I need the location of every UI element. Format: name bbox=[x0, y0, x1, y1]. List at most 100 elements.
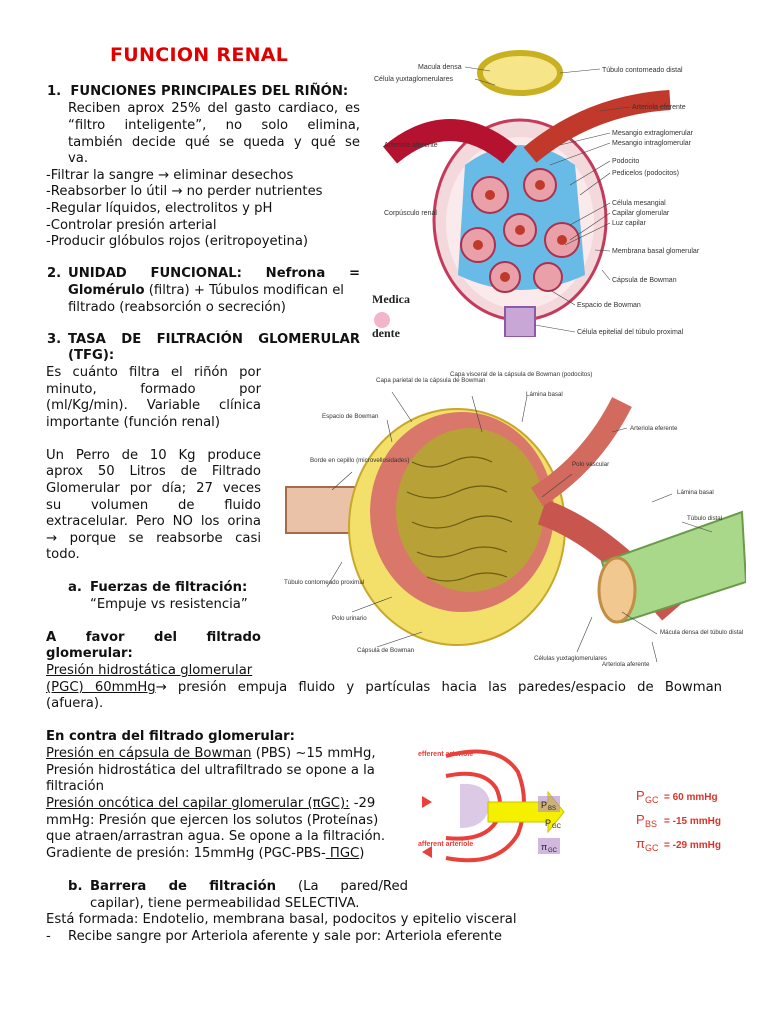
label-pedicels: Pedicelos (podocitos) bbox=[612, 170, 679, 177]
pigc-term: Presión oncótica del capilar glomerular … bbox=[46, 796, 350, 811]
list-item: -Filtrar la sangre → eliminar desechos bbox=[46, 168, 294, 183]
label-glomerular-capillary: Capilar glomerular bbox=[612, 210, 670, 217]
subsection-a-heading: Fuerzas de filtración: bbox=[90, 580, 248, 595]
pgc-term: Presión hidrostática glomerular bbox=[46, 663, 253, 678]
watermark-text-1: Medica bbox=[372, 292, 410, 306]
pbs-desc-2: filtración bbox=[46, 779, 104, 794]
section-1-line-3: también decide qué se queda y qué se bbox=[68, 135, 360, 150]
filtration-forces-diagram: efferent arteriole afferent arteriole P … bbox=[418, 749, 721, 863]
tfg-line: minuto, formado por bbox=[46, 382, 261, 397]
watermark-text-2: dente bbox=[372, 326, 401, 337]
subsection-b-line-1: Barrera de filtración (La pared/Red bbox=[90, 879, 408, 896]
pgc-desc-2: (afuera). bbox=[46, 696, 104, 711]
legend-pigc-symbol: π bbox=[636, 836, 645, 851]
efferent-arteriole-shape bbox=[523, 90, 671, 163]
section-2-line-2-text: (filtra) + Túbulos modifican el bbox=[144, 283, 344, 298]
label-efferent-arteriole: Arteriola eferente bbox=[630, 425, 678, 432]
gradient-text: Gradiente de presión: 15mmHg (PGC-PBS- bbox=[46, 846, 326, 861]
label-urinary-pole: Polo urinario bbox=[332, 615, 367, 622]
pbs-value: (PBS) ~15 mmHg, bbox=[251, 746, 376, 761]
label-lines bbox=[464, 66, 631, 333]
pbs-line: Presión en cápsula de Bowman (PBS) ~15 m… bbox=[46, 746, 376, 763]
subsection-a-subtitle: “Empuje vs resistencia” bbox=[90, 597, 248, 612]
pgc-symbol: P bbox=[545, 818, 551, 828]
barrier-components: Está formada: Endotelio, membrana basal,… bbox=[46, 912, 517, 927]
label-afferent-arteriole: Arteriola aferente bbox=[602, 661, 650, 668]
section-2-number: 2. bbox=[47, 266, 62, 281]
section-1-heading: 1. FUNCIONES PRINCIPALES DEL RIÑÓN: bbox=[47, 84, 349, 99]
efferent-arteriole-shape bbox=[530, 396, 632, 507]
section-3-heading: TASA DE FILTRACIÓN GLOMERULAR bbox=[68, 332, 360, 347]
dog-line: → porque se reabsorbe casi bbox=[46, 531, 261, 546]
label-podocyte: Podocito bbox=[612, 158, 639, 165]
label-capillary-lumen: Luz capilar bbox=[612, 220, 647, 227]
dog-line: Glomerular por día; 27 veces bbox=[46, 481, 261, 496]
label-proximal-tubule: Túbulo contorneado proximal bbox=[284, 579, 364, 586]
label-renal-corpuscle: Corpúsculo renal bbox=[384, 210, 437, 217]
legend-pgc-symbol: P bbox=[636, 788, 645, 803]
label-intraglomerular-mesangium: Mesangio intraglomerular bbox=[612, 140, 692, 147]
section-3-number: 3. bbox=[47, 332, 62, 347]
favor-heading-2: glomerular: bbox=[46, 646, 133, 661]
pressure-legend: P GC = 60 mmHg P BS = -15 mmHg π GC = -2… bbox=[636, 788, 721, 853]
pigc-subscript: GC bbox=[548, 848, 558, 854]
label-parietal-layer: Capa parietal de la cápsula de Bowman bbox=[376, 377, 486, 384]
barrier-dash: - bbox=[46, 929, 51, 944]
dog-line: todo. bbox=[46, 547, 80, 562]
capillary-nuclei bbox=[473, 180, 567, 282]
efferent-arrow-icon bbox=[422, 796, 432, 808]
pigc-line: Presión oncótica del capilar glomerular … bbox=[46, 796, 375, 813]
label-afferent-arteriole: Arteriola aferente bbox=[384, 142, 438, 149]
section-1-line-4: va. bbox=[68, 151, 89, 166]
label-efferent-arteriole: Arteriola eferente bbox=[632, 104, 686, 111]
label-vascular-pole: Polo vascular bbox=[572, 461, 609, 468]
pbs-term: Presión en cápsula de Bowman bbox=[46, 746, 252, 761]
label-juxtaglomerular-cells: Células yuxtaglomerulares bbox=[534, 655, 607, 662]
label-basal-lamina-2: Lámina basal bbox=[677, 489, 714, 496]
label-basal-lamina-1: Lámina basal bbox=[526, 391, 563, 398]
dog-line: aprox 50 Litros de Filtrado bbox=[46, 464, 261, 479]
pgc-line: (PGC) 60mmHg→ presión empuja fluido y pa… bbox=[46, 680, 722, 697]
list-item: -Producir glóbulos rojos (eritropoyetina… bbox=[46, 234, 309, 249]
glomerulus-cutaway-figure: Capa parietal de la cápsula de Bowman Ca… bbox=[272, 362, 748, 670]
pbs-symbol: P bbox=[541, 800, 547, 810]
section-1-line-1: Reciben aprox 25% del gasto cardiaco, es bbox=[68, 101, 360, 116]
barrier-flow: Recibe sangre por Arteriola aferente y s… bbox=[68, 929, 502, 944]
legend-pgc-subscript: GC bbox=[645, 795, 659, 805]
label-bowman-space: Espacio de Bowman bbox=[577, 302, 641, 309]
pigc-desc-2: que atraen/arrastran agua. Se opone a la… bbox=[46, 829, 386, 844]
pigc-box bbox=[538, 838, 560, 854]
pbs-box bbox=[538, 796, 560, 812]
pigc-symbol: π bbox=[541, 842, 547, 852]
subsection-b-letter: b. bbox=[68, 879, 83, 894]
label-proximal-epithelium: Célula epitelial del túbulo proximal bbox=[577, 329, 684, 336]
section-3-heading-2: (TFG): bbox=[68, 348, 115, 363]
legend-pbs-value: = -15 mmHg bbox=[664, 816, 721, 827]
watermark-logo bbox=[374, 312, 390, 328]
afferent-arteriole-shape bbox=[382, 119, 518, 164]
subsection-b-text: (La pared/Red bbox=[276, 879, 408, 894]
proximal-tubule-shape bbox=[504, 306, 536, 338]
subsection-a-letter: a. bbox=[68, 580, 82, 595]
label-brush-border: Borde en cepillo (microvellosidades) bbox=[310, 457, 409, 464]
pgc-term-2: (PGC) 60mmHg bbox=[46, 680, 156, 695]
dog-line: Un Perro de 10 Kg produce bbox=[46, 448, 261, 463]
glomerulus-illustration: Capa parietal de la cápsula de Bowman Ca… bbox=[284, 371, 748, 668]
label-extraglomerular-mesangium: Mesangio extraglomerular bbox=[612, 130, 694, 137]
section-2-line-2: Glomérulo (filtra) + Túbulos modifican e… bbox=[68, 283, 368, 300]
section-2-heading: UNIDAD FUNCIONAL: Nefrona = bbox=[68, 266, 360, 281]
dog-line: extracelular. Pero NO los orina bbox=[46, 514, 261, 529]
section-2-line-3: filtrado (reabsorción o secreción) bbox=[68, 300, 286, 315]
capillary-fill bbox=[460, 783, 490, 828]
gradient-term: ΠGC bbox=[325, 846, 360, 861]
label-bowman-capsule: Cápsula de Bowman bbox=[357, 647, 415, 654]
legend-pigc-subscript: GC bbox=[645, 843, 659, 853]
page-title: FUNCION RENAL bbox=[110, 44, 289, 66]
pbs-desc: Presión hidrostática del ultrafiltrado s… bbox=[46, 763, 375, 778]
label-visceral-layer: Capa visceral de la cápsula de Bowman (p… bbox=[450, 371, 592, 378]
list-item: -Regular líquidos, electrolitos y pH bbox=[46, 201, 273, 216]
label-basement-membrane: Membrana basal glomerular bbox=[612, 248, 700, 255]
dog-line: su volumen de fluido bbox=[46, 498, 261, 513]
afferent-label: afferent arteriole bbox=[418, 841, 473, 848]
renal-corpuscle-figure: Macula densa Célula yuxtaglomerulares Ar… bbox=[370, 45, 754, 340]
